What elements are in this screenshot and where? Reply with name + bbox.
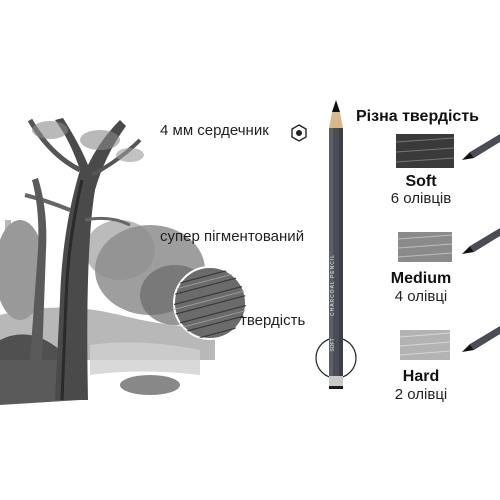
charcoal-pencil-illustration	[329, 100, 343, 389]
hard-mini-pencil	[462, 326, 500, 352]
core-callout-label: 4 мм сердечник	[160, 122, 269, 139]
pencil-imprint-text: CHARCOAL PENCIL	[330, 253, 336, 317]
soft-grade-name: Soft	[405, 173, 437, 190]
medium-grade-name: Medium	[390, 270, 452, 287]
hard-grade-name: Hard	[402, 368, 440, 385]
pigment-callout-label: супер пігментований	[160, 228, 305, 245]
pigment-texture-magnifier	[173, 266, 247, 340]
landscape-sketch-illustration	[0, 118, 215, 405]
soft-grade-count: 6 олівців	[390, 190, 452, 207]
hard-swatch	[400, 330, 450, 360]
medium-grade-count: 4 олівці	[394, 288, 448, 305]
hard-grade-count: 2 олівці	[394, 386, 448, 403]
medium-mini-pencil	[462, 228, 500, 254]
soft-swatch	[396, 134, 454, 168]
medium-swatch	[398, 232, 452, 262]
hexagon-core-icon	[290, 124, 308, 147]
hardness-callout-label: твердість	[240, 312, 306, 329]
pencil-grade-mark: SOFT	[330, 338, 336, 352]
hardness-panel-heading: Різна твердість	[356, 108, 479, 125]
soft-mini-pencil	[462, 134, 500, 160]
